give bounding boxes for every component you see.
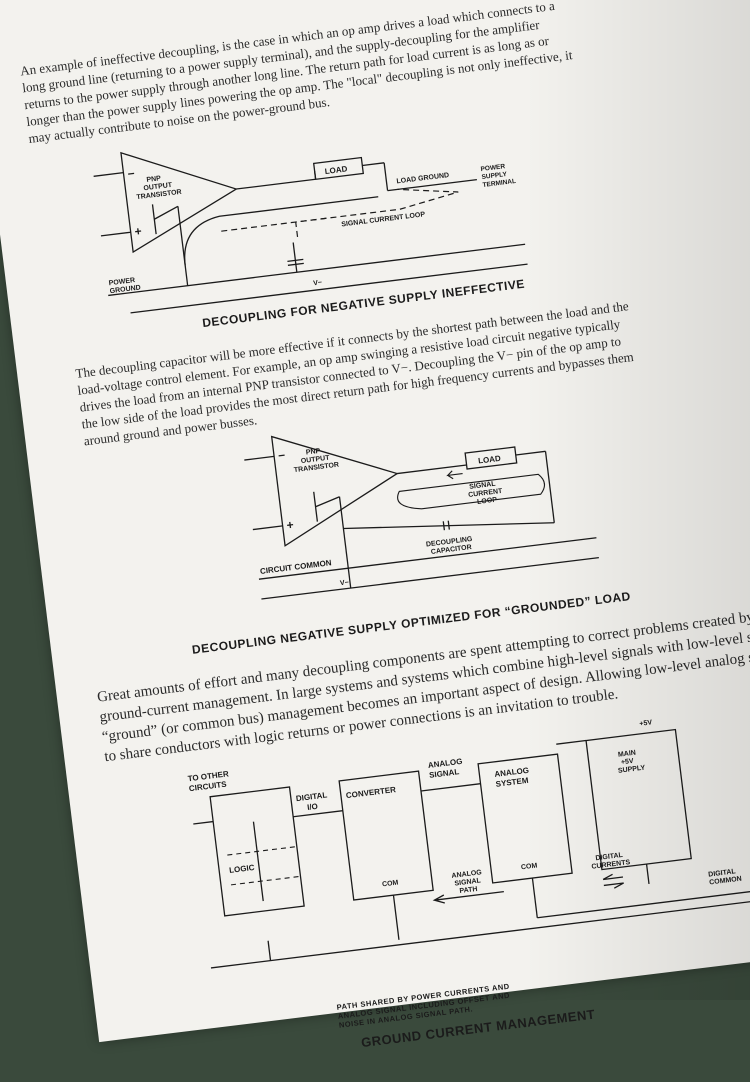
fig2-minus-label: −	[277, 448, 286, 463]
fig3-com2-label: COM	[521, 862, 538, 871]
fig2-vminus-label: V−	[340, 579, 350, 587]
fig1-plus-label: +	[134, 224, 143, 239]
fig3-digital-common-label-2: COMMON	[709, 876, 742, 887]
fig1-vminus-label: V−	[313, 279, 323, 287]
fig3-supply-label: SUPPLY	[618, 764, 646, 774]
fig3-logic-label: LOGIC	[229, 863, 255, 875]
document-page: An example of ineffective decoupling, is…	[0, 0, 750, 1050]
fig2-load-label: LOAD	[478, 454, 502, 466]
figure-ground-current-management: TO OTHER CIRCUITS DIGITAL I/O CONVERTER …	[187, 719, 750, 969]
fig3-digital-currents-label-1: DIGITAL	[595, 852, 624, 862]
fig3-digital-label: DIGITAL	[295, 790, 327, 803]
fig3-analog-path-label-3: PATH	[459, 886, 478, 895]
fig3-analog-system-label-1: ANALOG	[494, 766, 530, 779]
fig3-main-label: MAIN	[618, 750, 637, 759]
fig3-system-label: SYSTEM	[495, 776, 529, 789]
fig2-pnp-label: PNP	[306, 448, 321, 457]
fig2-signal-label: SIGNAL	[469, 481, 497, 491]
fig1-ground-bus-label: GROUND	[109, 284, 141, 295]
fig2-current-label: CURRENT	[468, 488, 504, 499]
fig3-analog-label: ANALOG	[427, 757, 463, 770]
figure-negative-supply-ineffective: PNP OUTPUT TRANSISTOR − + LOAD LOAD GROU…	[93, 151, 528, 314]
fig2-output-label: OUTPUT	[301, 455, 331, 466]
fig2-capacitor-label: CAPACITOR	[431, 544, 473, 556]
fig3-signal-label: SIGNAL	[429, 767, 460, 780]
fig1-pnp-label: PNP	[146, 175, 161, 184]
fig1-terminal-label: TERMINAL	[482, 178, 516, 189]
fig1-output-label: OUTPUT	[143, 182, 173, 193]
fig3-analog-path-label-2: SIGNAL	[454, 877, 482, 887]
fig3-digital-currents-label-2: CURRENTS	[591, 859, 631, 871]
figure-negative-supply-optimized: PNP OUTPUT TRANSISTOR − + LOAD SIGNAL CU…	[244, 435, 599, 600]
fig1-power-bus-label: POWER	[108, 277, 135, 287]
fig2-plus-label: +	[286, 518, 295, 533]
fig3-analog-path-label-1: ANALOG	[451, 869, 483, 880]
fig1-signal-loop-label: SIGNAL CURRENT LOOP	[341, 211, 426, 228]
fig3-io-label: I/O	[307, 802, 319, 812]
fig3-com1-label: COM	[382, 879, 399, 888]
fig3-converter-label: CONVERTER	[345, 785, 396, 800]
fig1-minus-label: −	[127, 166, 136, 181]
fig2-circuit-common-label: CIRCUIT COMMON	[259, 558, 332, 576]
fig2-loop-label: LOOP	[477, 497, 498, 506]
fig3-digital-common-label-1: DIGITAL	[708, 868, 737, 878]
fig1-supply-label: SUPPLY	[481, 171, 508, 181]
fig3-main-5v-label: +5V	[621, 758, 635, 767]
fig1-power-label: POWER	[480, 163, 506, 173]
fig1-load-label: LOAD	[324, 164, 348, 176]
fig3-plus5v-label: +5V	[639, 719, 653, 728]
